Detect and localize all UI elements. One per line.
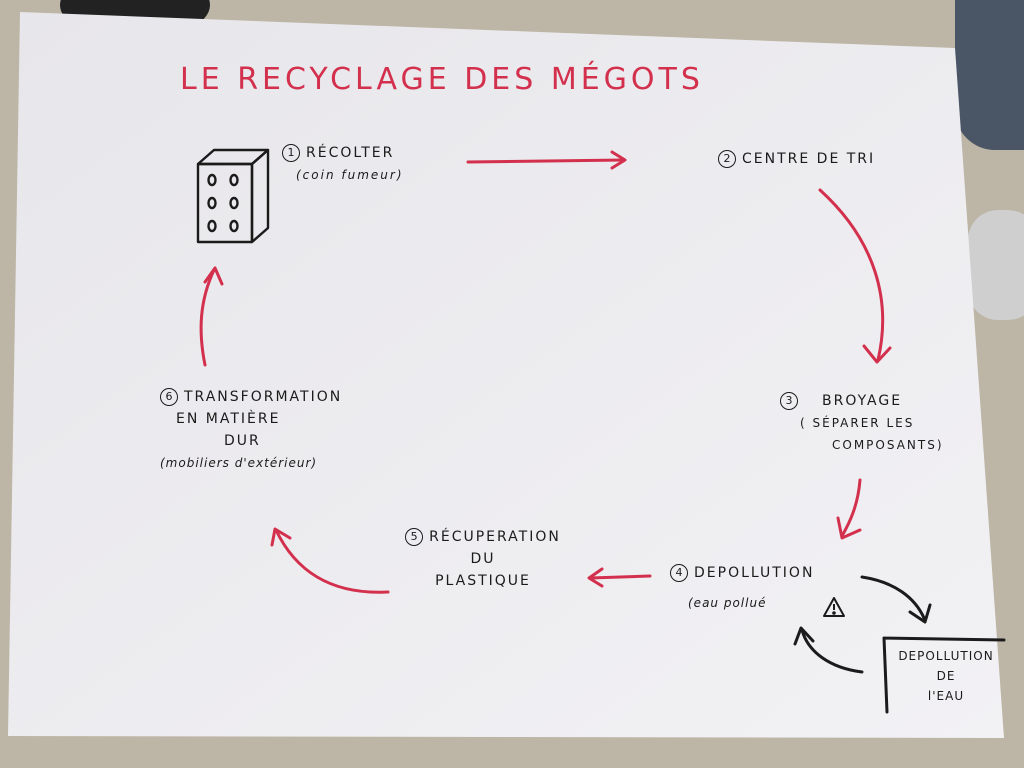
warning-triangle-icon [823, 597, 845, 617]
arrow-back-from-water-depollution [793, 626, 864, 674]
step-5-label-line-1: RÉCUPERATION [429, 529, 561, 545]
table-object-right [955, 0, 1024, 150]
step-4: 4 DEPOLLUTION (eau pollué [670, 562, 814, 614]
step-3: 3 BROYAGE ( SÉPARER LES COMPOSANTS) [780, 390, 944, 456]
step-6-label-line-1: TRANSFORMATION [184, 389, 343, 405]
arrow-1-to-2 [466, 150, 627, 170]
arrow-4-to-5 [587, 567, 652, 588]
step-3-note-line-2: COMPOSANTS) [832, 438, 944, 452]
step-2-label: CENTRE DE TRI [742, 151, 876, 167]
step-2-number: 2 [718, 150, 736, 168]
step-1-label: RÉCOLTER [306, 145, 395, 161]
water-depollution-line-1: DEPOLLUTION [898, 649, 994, 663]
step-3-number: 3 [780, 392, 798, 410]
step-3-note-line-1: ( SÉPARER LES [800, 416, 915, 430]
step-3-label: BROYAGE [822, 393, 903, 409]
side-box-border [882, 636, 1006, 714]
step-6-label-line-3: DUR [224, 433, 261, 449]
arrow-5-to-6 [270, 527, 390, 594]
step-4-note: (eau pollué [688, 596, 767, 610]
step-6-label-line-2: EN MATIÈRE [176, 411, 281, 427]
arrow-to-water-depollution [860, 575, 932, 624]
arrow-3-to-4 [836, 478, 862, 540]
step-5-label-line-3: PLASTIQUE [435, 573, 531, 589]
table-object-shoe [968, 210, 1024, 320]
step-4-number: 4 [670, 564, 688, 582]
step-6-number: 6 [160, 388, 178, 406]
step-6-note: (mobiliers d'extérieur) [160, 456, 318, 470]
water-depollution-line-3: l'EAU [927, 689, 965, 703]
step-5: 5 RÉCUPERATION DU PLASTIQUE [398, 526, 568, 592]
page-title: LE RECYCLAGE DES MÉGOTS [180, 62, 704, 97]
step-1-number: 1 [282, 144, 300, 162]
step-1: 1 RÉCOLTER (coin fumeur) [282, 142, 404, 186]
step-2: 2 CENTRE DE TRI [718, 148, 875, 170]
step-4-label: DEPOLLUTION [694, 565, 815, 581]
arrow-6-to-1 [199, 266, 224, 367]
ashtray-bin-icon [196, 148, 270, 244]
arrow-2-to-3 [818, 188, 892, 364]
step-5-number: 5 [405, 528, 424, 546]
step-1-note: (coin fumeur) [296, 168, 404, 182]
water-depollution-box: DEPOLLUTION DE l'EAU [892, 646, 1000, 706]
step-5-label-line-2: DU [470, 551, 496, 567]
step-6: 6 TRANSFORMATION EN MATIÈRE DUR (mobilier… [160, 386, 360, 474]
water-depollution-line-2: DE [936, 669, 956, 683]
